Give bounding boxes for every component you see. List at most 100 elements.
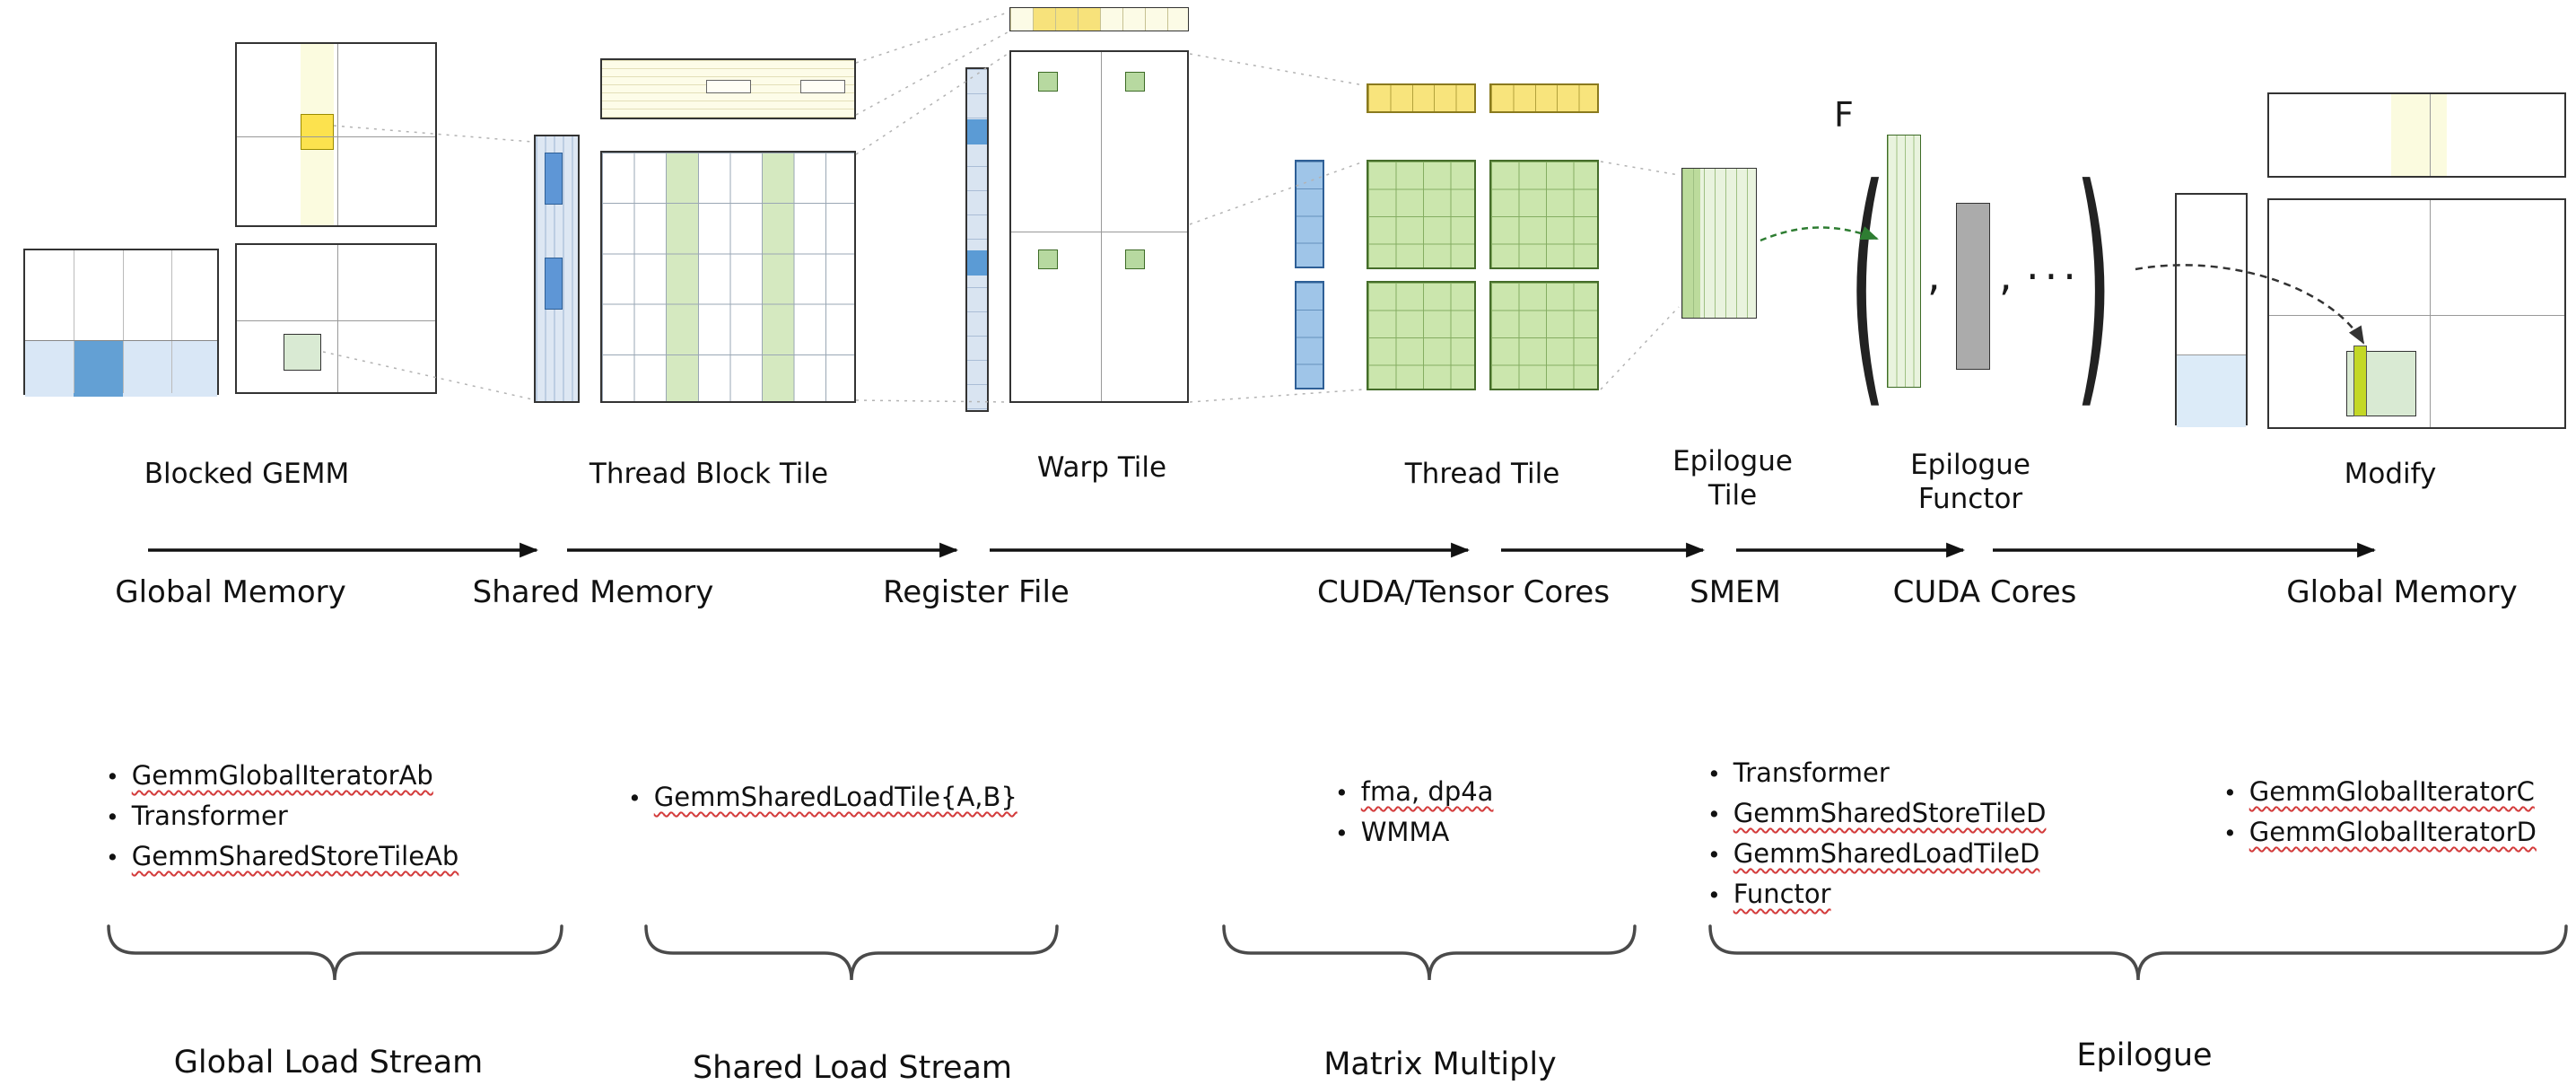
modify-matrix-top — [2267, 92, 2566, 178]
stage-label-epilogue-functor-line1: Epilogue — [1910, 449, 2030, 481]
blocked-gemm-matrix-b — [235, 42, 437, 227]
bullet-icon: • — [1335, 820, 1349, 846]
grid-line — [2430, 94, 2431, 176]
matrix-a-highlight-cell — [74, 340, 123, 397]
stage-label-thread-block-tile: Thread Block Tile — [589, 458, 829, 490]
open-paren: ( — [1847, 132, 1887, 433]
stage-label-warp-tile: Warp Tile — [1036, 451, 1167, 484]
list-item-text: GemmGlobalIteratorAb — [131, 760, 433, 791]
grid-line — [123, 250, 124, 393]
grid-line — [25, 340, 217, 341]
stream-label-matrix-multiply: Matrix Multiply — [1323, 1046, 1557, 1082]
thread-accumulator-grid — [1489, 281, 1599, 390]
grid-lines — [1010, 8, 1188, 31]
thread-accumulator-grid — [1367, 160, 1476, 269]
list-item: • GemmGlobalIteratorAb — [106, 761, 458, 792]
grid-line — [237, 136, 435, 137]
functor-source-tile — [1956, 203, 1990, 370]
warp-a-fragment-strip — [965, 67, 989, 412]
matrix-multiply-list: • fma, dp4a • WMMA — [1335, 777, 1493, 858]
stream-brace — [644, 924, 1059, 981]
list-item-text: GemmGlobalIteratorC — [2249, 776, 2535, 807]
blocked-gemm-matrix-a — [23, 249, 219, 397]
list-item-text: Transformer — [1733, 757, 1890, 788]
list-item-text: fma, dp4a — [1360, 776, 1494, 807]
list-item-text: GemmSharedStoreTileAb — [131, 841, 459, 871]
thread-accumulator-grid — [1489, 160, 1599, 269]
modify-highlight-bar — [2353, 346, 2367, 416]
thread-accumulator-grid — [1367, 281, 1476, 390]
threadblock-a-smem-tile — [534, 135, 580, 403]
stage-label-modify: Modify — [2344, 458, 2437, 490]
matrix-yellow-column — [2391, 94, 2447, 176]
stage-label-epilogue-tile-line1: Epilogue — [1672, 445, 1793, 477]
bullet-icon: • — [106, 764, 119, 790]
bullet-icon: • — [1707, 842, 1721, 868]
bullet-icon: • — [1707, 761, 1721, 787]
memory-label-cuda-tensor-cores: CUDA/Tensor Cores — [1316, 574, 1611, 610]
stream-label-shared-load: Shared Load Stream — [692, 1050, 1013, 1085]
matrix-blue-row — [2177, 354, 2246, 427]
stage-label-epilogue-functor-line2: Functor — [1917, 483, 2023, 515]
bullet-icon: • — [2223, 780, 2237, 806]
functor-symbol: F — [1834, 95, 1854, 135]
stream-label-epilogue: Epilogue — [2076, 1037, 2213, 1073]
memory-label-cuda-cores: CUDA Cores — [1892, 574, 2077, 610]
warp-green-cell — [1125, 249, 1145, 269]
grid-line — [2269, 315, 2564, 316]
list-item: • Transformer — [106, 801, 458, 832]
warp-green-cell — [1038, 249, 1058, 269]
grid-line — [237, 320, 435, 321]
memory-label-global-memory-left: Global Memory — [115, 574, 346, 610]
grid-line — [2430, 200, 2431, 427]
grid-lines — [1682, 169, 1756, 318]
functor-separator: , — [1927, 251, 1941, 300]
stream-label-global-load: Global Load Stream — [173, 1045, 484, 1081]
matrix-c-highlight-cell — [284, 334, 321, 371]
smem-fragment-box — [800, 80, 845, 93]
bullet-icon: • — [2223, 820, 2237, 846]
functor-ellipsis: ... — [2026, 241, 2082, 289]
fragment-cell — [967, 250, 987, 276]
memory-label-global-memory-right: Global Memory — [2286, 574, 2518, 610]
threadblock-b-smem-tile — [600, 58, 856, 119]
matrix-b-highlight-cell — [301, 114, 334, 150]
list-item: • Transformer — [1707, 758, 2046, 789]
close-paren: ) — [2074, 132, 2113, 433]
list-item-text: GemmSharedLoadTileD — [1733, 838, 2040, 869]
thread-a-fragment-strip — [1295, 160, 1324, 268]
grid-line — [337, 44, 338, 225]
grid-lines — [602, 153, 854, 401]
blocked-gemm-matrix-c — [235, 243, 437, 394]
bullet-icon: • — [106, 844, 119, 871]
list-item: • fma, dp4a — [1335, 777, 1493, 808]
thread-a-fragment-strip — [1295, 281, 1324, 389]
list-item: • Functor — [1707, 879, 2046, 910]
list-item-text: GemmSharedStoreTileD — [1733, 798, 2047, 828]
list-item: • GemmGlobalIteratorC — [2223, 777, 2537, 808]
list-item-text: Transformer — [131, 801, 288, 831]
warp-b-fragment-strip — [1009, 7, 1189, 31]
stage-label-blocked-gemm: Blocked GEMM — [144, 458, 350, 490]
epilogue-list: • Transformer • GemmSharedStoreTileD • G… — [1707, 758, 2046, 920]
global-load-stream-list: • GemmGlobalIteratorAb • Transformer • G… — [106, 761, 458, 882]
stage-label-epilogue-tile-line2: Tile — [1707, 479, 1758, 512]
functor-accumulator-tile — [1887, 135, 1921, 388]
epilogue-tile — [1681, 168, 1757, 319]
memory-label-smem: SMEM — [1690, 574, 1781, 610]
memory-label-shared-memory: Shared Memory — [472, 574, 714, 610]
smem-fragment-bar — [545, 258, 563, 310]
list-item: • GemmGlobalIteratorD — [2223, 818, 2537, 848]
bullet-icon: • — [1707, 801, 1721, 827]
smem-fragment-box — [706, 80, 751, 93]
list-item-text: GemmGlobalIteratorD — [2249, 817, 2537, 847]
list-item-text: Functor — [1733, 879, 1831, 909]
grid-line — [2177, 354, 2246, 355]
grid-line — [337, 245, 338, 392]
list-item: • GemmSharedLoadTile{A,B} — [628, 783, 1017, 813]
list-item: • GemmSharedStoreTileD — [1707, 799, 2046, 829]
stream-brace — [1222, 924, 1637, 981]
epilogue-output-list: • GemmGlobalIteratorC • GemmGlobalIterat… — [2223, 777, 2537, 858]
list-item-text: GemmSharedLoadTile{A,B} — [653, 782, 1017, 812]
